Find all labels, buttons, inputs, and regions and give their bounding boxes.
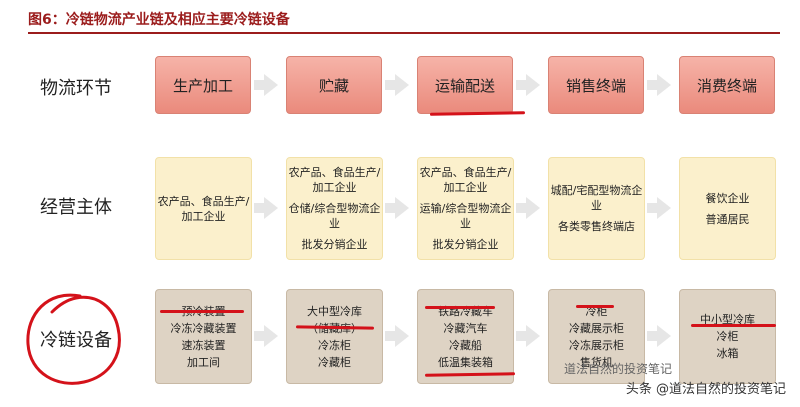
equipment-transport: 铁路冷藏车 冷藏汽车 冷藏船 低温集装箱 [417, 289, 514, 384]
arrow-right-icon [254, 325, 278, 347]
arrow-right-icon [385, 74, 409, 96]
arrow-right-icon [647, 74, 671, 96]
arrow-right-icon [647, 197, 671, 219]
arrow-right-icon [254, 74, 278, 96]
stage-label: 销售终端 [565, 76, 626, 95]
equipment-text: 冰箱 [716, 347, 739, 360]
operators-consumer: 餐饮企业 普通居民 [679, 157, 776, 260]
equipment-text: 冷柜 [716, 330, 739, 343]
arrow-right-icon [385, 325, 409, 347]
operator-text: 城配/宅配型物流企业 [550, 184, 643, 212]
equipment-text: 冷冻柜 [318, 338, 351, 352]
operators-production: 农产品、食品生产/加工企业 [155, 157, 252, 260]
arrow-right-icon [516, 325, 540, 347]
stage-label: 消费终端 [696, 76, 757, 95]
stage-storage: 贮藏 [286, 56, 382, 114]
watermark-bottom: 头条 @道法自然的投资笔记 [625, 382, 786, 397]
arrow-right-icon [647, 325, 671, 347]
arrow-right-icon [516, 197, 540, 219]
red-underline [425, 306, 495, 309]
red-underline [576, 305, 614, 308]
operator-text: 餐饮企业 [705, 191, 750, 205]
operator-text: 各类零售终端店 [558, 220, 635, 233]
equipment-text: 冷冻展示柜 [569, 338, 624, 352]
stage-consumer-terminal: 消费终端 [679, 56, 775, 114]
equipment-text: 冷藏柜 [318, 355, 351, 369]
operator-text: 批发分销企业 [432, 238, 499, 251]
row-label-equipment: 冷链设备 [40, 330, 112, 351]
equipment-production: 预冷装置 冷冻冷藏装置 速冻装置 加工间 [155, 289, 252, 384]
equipment-text: 中小型冷库 [700, 313, 755, 326]
equipment-text: 冷藏汽车 [443, 321, 488, 335]
operator-text: 批发分销企业 [301, 238, 368, 251]
operators-storage: 农产品、食品生产/加工企业 仓储/综合型物流企业 批发分销企业 [286, 157, 383, 260]
red-circle-mark [26, 293, 121, 385]
equipment-text: 低温集装箱 [438, 355, 493, 369]
equipment-text: 冷藏展示柜 [569, 321, 624, 335]
equipment-text: 冷冻冷藏装置 [170, 321, 237, 335]
operators-sales: 城配/宅配型物流企业 各类零售终端店 [548, 157, 645, 260]
arrow-right-icon [516, 74, 540, 96]
operator-text: 农产品、食品生产/加工企业 [157, 194, 250, 223]
watermark-overlay: 道法自然的投资笔记 [564, 362, 673, 376]
stage-transport: 运输配送 [417, 56, 513, 114]
equipment-text: 速冻装置 [181, 338, 226, 352]
equipment-text: 大中型冷库 [307, 304, 362, 318]
operator-text: 仓储/综合型物流企业 [288, 202, 381, 230]
arrow-right-icon [254, 197, 278, 219]
equipment-consumer: 中小型冷库 冷柜 冰箱 [679, 289, 776, 384]
equipment-sales: 冷柜 冷藏展示柜 冷冻展示柜 售货机 [548, 289, 645, 384]
equipment-text: 售货机 [580, 355, 613, 369]
operator-text: 农产品、食品生产/加工企业 [419, 166, 512, 194]
stage-label: 生产加工 [172, 76, 233, 95]
operator-text: 农产品、食品生产/加工企业 [288, 166, 381, 194]
operators-transport: 农产品、食品生产/加工企业 运输/综合型物流企业 批发分销企业 [417, 157, 514, 260]
operator-text: 普通居民 [705, 212, 750, 226]
equipment-text: 冷藏船 [449, 338, 482, 352]
row-label-operators: 经营主体 [40, 197, 112, 218]
stage-sales-terminal: 销售终端 [548, 56, 644, 114]
operator-text: 运输/综合型物流企业 [419, 202, 512, 230]
arrow-right-icon [385, 197, 409, 219]
title-rule [28, 32, 780, 34]
row-label-logistics: 物流环节 [40, 78, 112, 99]
red-underline [429, 111, 526, 116]
stage-production: 生产加工 [155, 56, 251, 114]
stage-label: 运输配送 [434, 76, 495, 95]
equipment-storage: 大中型冷库 （储藏库） 冷冻柜 冷藏柜 [286, 289, 383, 384]
figure-title: 图6：冷链物流产业链及相应主要冷链设备 [28, 12, 290, 28]
red-underline [160, 310, 244, 313]
equipment-text: 加工间 [187, 355, 220, 369]
stage-label: 贮藏 [318, 76, 349, 95]
red-underline [691, 324, 776, 327]
